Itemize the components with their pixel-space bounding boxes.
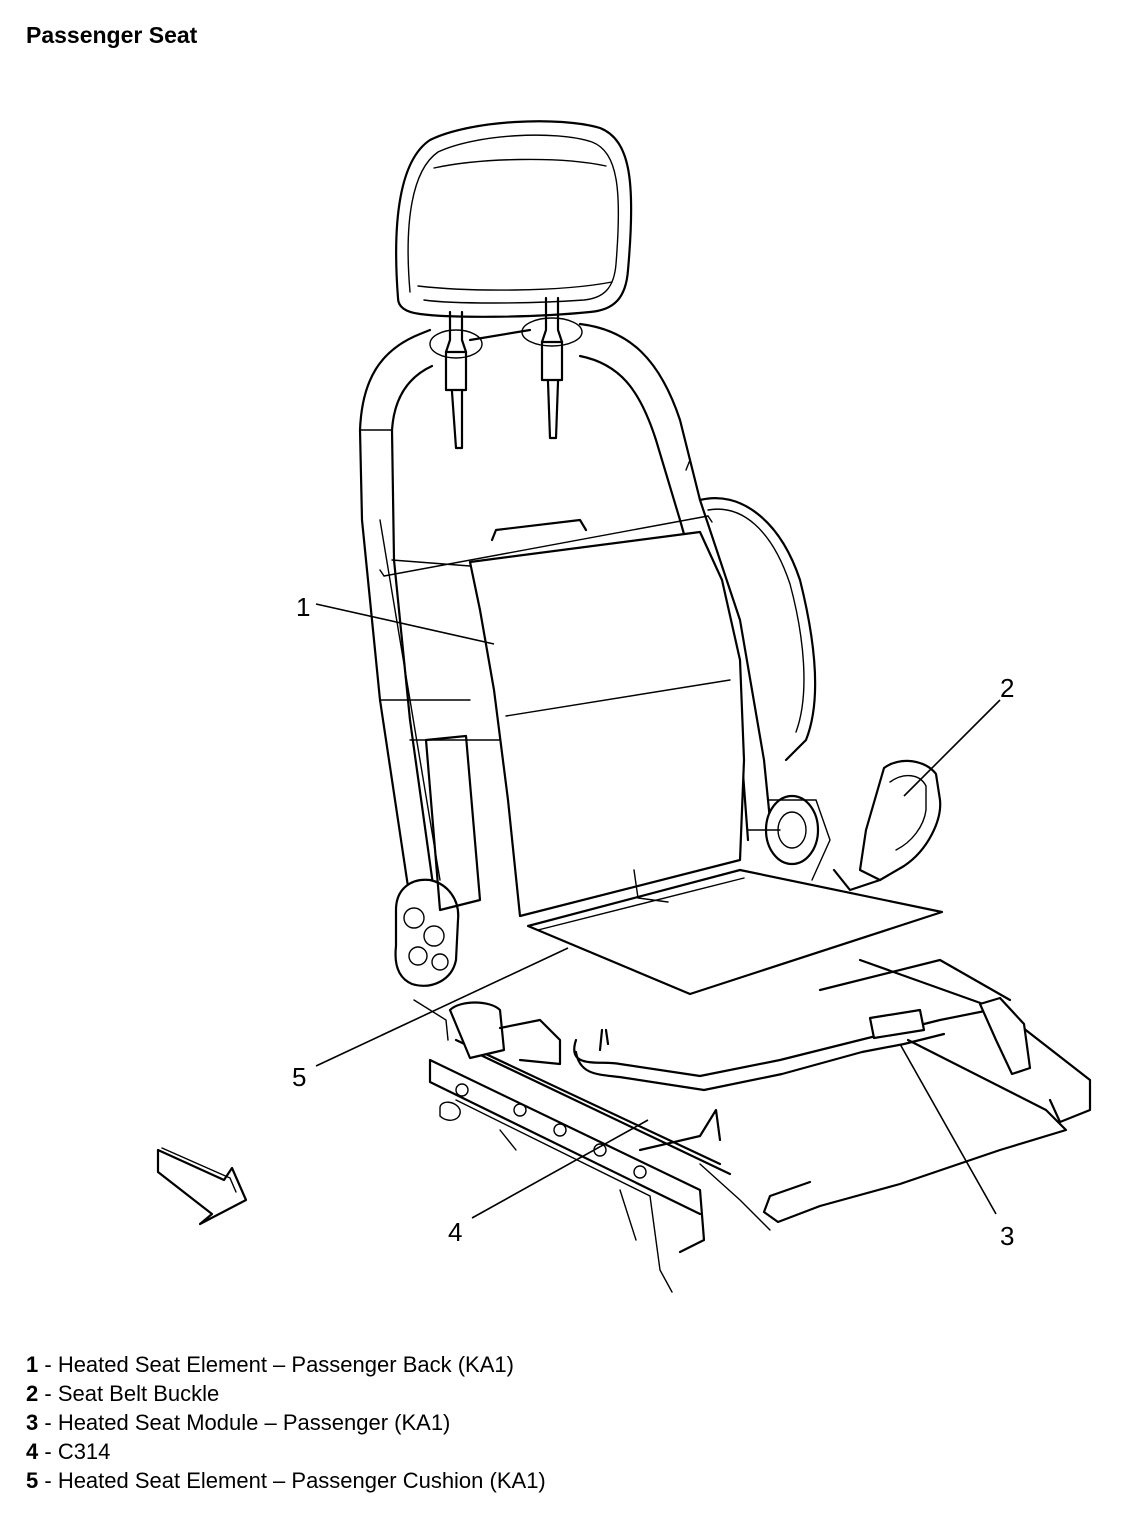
legend-item: 4 - C314 xyxy=(26,1439,111,1464)
recliner-left xyxy=(394,734,482,1041)
headrest xyxy=(395,120,633,318)
heated-element-cushion xyxy=(526,868,944,996)
leader-lines xyxy=(315,603,1001,1219)
legend: 1 - Heated Seat Element – Passenger Back… xyxy=(26,1350,546,1495)
callout-3: 3 xyxy=(1000,1221,1014,1251)
callout-2: 2 xyxy=(1000,673,1014,703)
page-title: Passenger Seat xyxy=(26,22,198,48)
seat-track xyxy=(428,958,1092,1293)
legend-item: 2 - Seat Belt Buckle xyxy=(26,1381,220,1406)
legend-item: 5 - Heated Seat Element – Passenger Cush… xyxy=(26,1468,546,1493)
seat-diagram: 1 2 3 4 5 xyxy=(156,120,1092,1293)
heated-element-back xyxy=(379,515,746,918)
headrest-posts xyxy=(429,296,583,450)
forward-arrow-icon xyxy=(156,1147,248,1226)
recliner-right xyxy=(747,794,831,881)
legend-item: 1 - Heated Seat Element – Passenger Back… xyxy=(26,1352,514,1377)
seat-belt-buckle xyxy=(832,759,942,892)
wiring-harness xyxy=(573,996,1032,1092)
callout-1: 1 xyxy=(296,592,310,622)
callout-4: 4 xyxy=(448,1217,462,1247)
callout-5: 5 xyxy=(292,1062,306,1092)
legend-item: 3 - Heated Seat Module – Passenger (KA1) xyxy=(26,1410,451,1435)
seat-back-frame xyxy=(358,322,817,902)
